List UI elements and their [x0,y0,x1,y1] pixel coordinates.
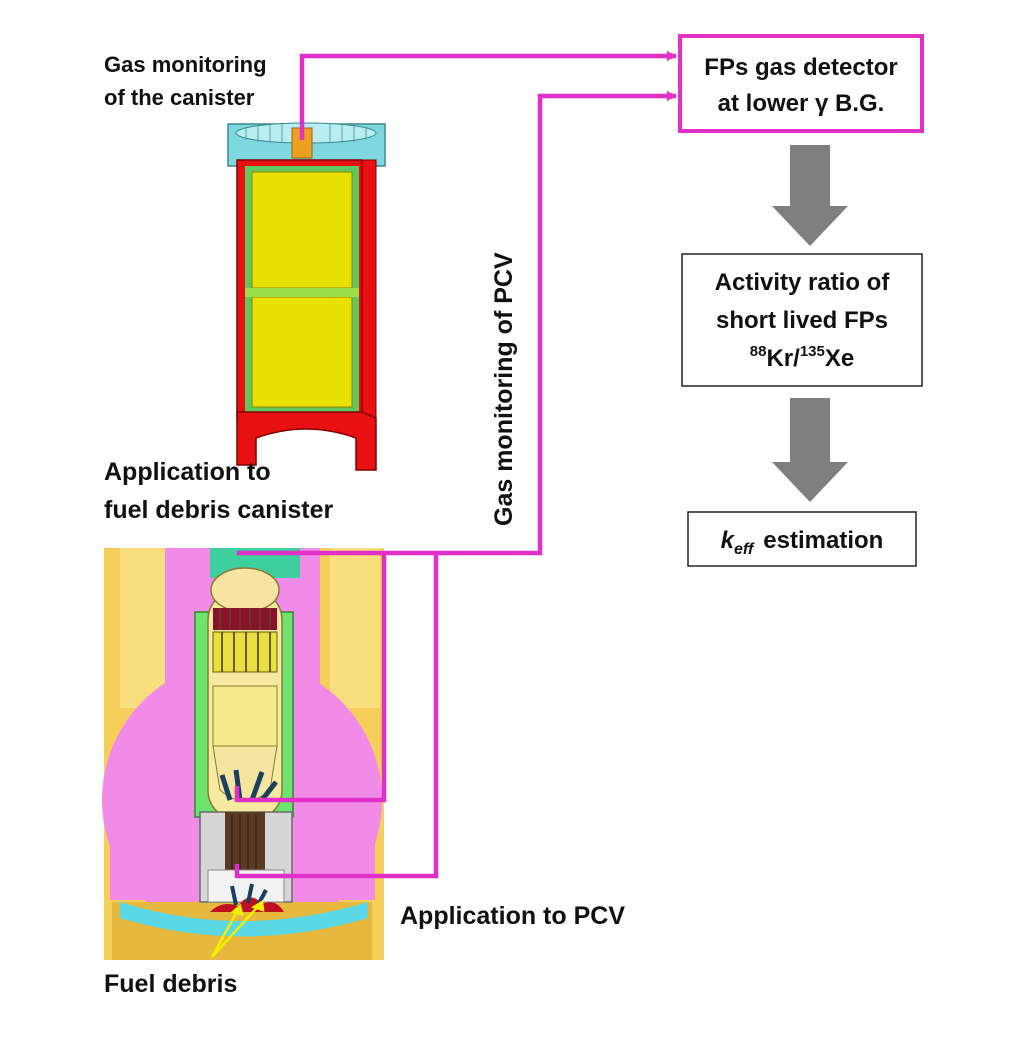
kr-mass-number: 88 [750,343,767,360]
pcv-gas-line [237,91,677,556]
down-arrow-1 [772,145,848,246]
detector-text-1: FPs gas detector [704,54,897,81]
detector-box [678,34,924,133]
app-canister-label-2: fuel debris canister [104,496,334,524]
canister-gas-line [299,51,677,140]
fuel-debris-label: Fuel debris [104,970,237,998]
pcv-illustration [102,548,384,960]
detector-text-2: at lower γ B.G. [718,90,885,117]
rpv-sampling-line [237,553,387,803]
gas-canister-label-1: Gas monitoring [104,52,267,77]
keff-text: keff estimation [721,527,884,558]
app-canister-label-1: Application to [104,458,271,486]
xe-symbol: Xe [825,345,854,372]
pedestal-sampling-line [237,553,439,879]
gray-arrows [772,145,848,502]
activity-ratio-box [681,253,923,387]
activity-ratio-text-1: Activity ratio of [715,269,891,296]
flow-lines [234,51,677,879]
keff-box [687,511,917,567]
activity-ratio-text-2: short lived FPs [716,307,888,334]
app-pcv-label: Application to PCV [400,902,625,930]
down-arrow-2 [772,398,848,502]
kr-symbol: Kr/ [766,345,800,372]
activity-ratio-text-3: 88Kr/135Xe [750,343,854,372]
keff-word: estimation [763,527,883,554]
fuel-debris-pointers [210,899,265,958]
xe-mass-number: 135 [800,343,825,360]
keff-k: k [721,527,736,554]
gas-pcv-label: Gas monitoring of PCV [490,252,518,526]
canister-illustration [227,122,386,471]
gas-canister-label-2: of the canister [104,85,255,110]
keff-subscript: eff [734,541,755,558]
